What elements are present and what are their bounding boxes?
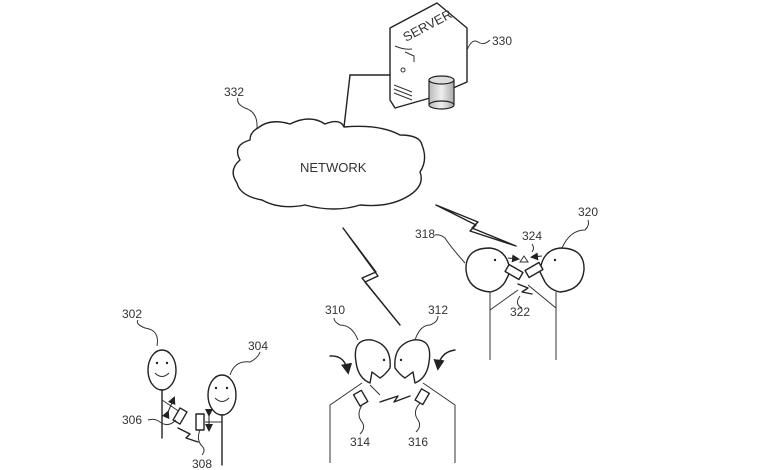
wireless-bolt-icon bbox=[517, 283, 533, 295]
ref-322: 322 bbox=[510, 305, 530, 319]
person-310: 314 310 bbox=[325, 303, 391, 463]
ref-304: 304 bbox=[248, 339, 268, 353]
ref-308: 308 bbox=[192, 457, 212, 470]
network-label: NETWORK bbox=[300, 160, 367, 175]
device-322: 322 bbox=[504, 261, 544, 319]
server: SERVER 330 bbox=[389, 2, 512, 110]
ref-330: 330 bbox=[492, 34, 512, 48]
server-vent bbox=[393, 84, 413, 101]
network-leader bbox=[237, 97, 258, 129]
database-icon bbox=[428, 75, 455, 110]
device-306: 306 bbox=[122, 396, 188, 427]
ref-320: 320 bbox=[578, 205, 598, 219]
ref-318: 318 bbox=[415, 227, 435, 241]
ref-306: 306 bbox=[122, 413, 142, 427]
server-led bbox=[400, 67, 406, 73]
ref-324: 324 bbox=[522, 229, 542, 243]
device-308: 308 bbox=[192, 409, 213, 470]
network-cloud: NETWORK 332 bbox=[224, 85, 426, 210]
wireless-bolt-icon bbox=[379, 395, 411, 403]
ref-312: 312 bbox=[428, 303, 448, 317]
wire-network-server bbox=[343, 74, 351, 128]
person-304: 304 bbox=[205, 339, 268, 466]
ref-332: 332 bbox=[224, 85, 244, 99]
person-320: 320 bbox=[527, 205, 598, 360]
server-slot bbox=[394, 45, 415, 62]
wireless-bolt-icon bbox=[435, 204, 517, 247]
ref-302: 302 bbox=[122, 307, 142, 321]
contact-324: 324 bbox=[507, 229, 542, 263]
wireless-bolt-icon bbox=[177, 427, 199, 443]
person-318: 318 bbox=[415, 227, 519, 360]
person-312: 316 312 bbox=[394, 303, 456, 463]
ref-316: 316 bbox=[408, 435, 428, 449]
server-leader bbox=[466, 39, 491, 51]
ref-310: 310 bbox=[325, 303, 345, 317]
person-302: 302 bbox=[122, 307, 181, 439]
wireless-bolt-icon bbox=[342, 227, 401, 326]
ref-314: 314 bbox=[350, 435, 370, 449]
